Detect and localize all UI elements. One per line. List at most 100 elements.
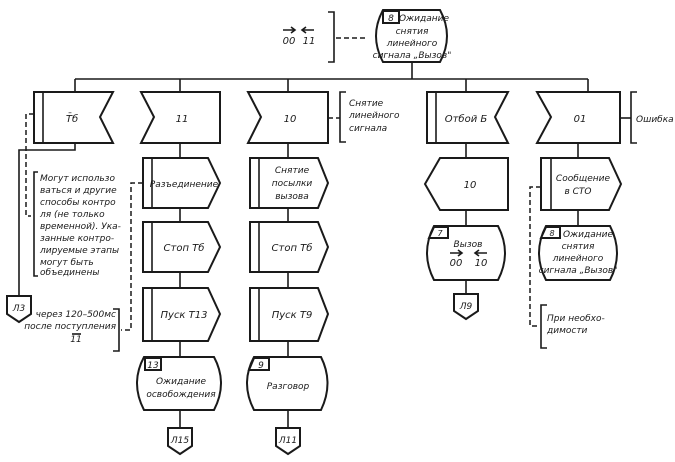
state-8b-line-3: линейного: [552, 254, 604, 264]
task-razedinenie-shape: [142, 157, 222, 209]
timing-comment-bracket: [113, 308, 120, 352]
top-annotation-bracket: [328, 11, 335, 63]
connector-l15-label: Л15: [170, 436, 189, 446]
column-01: 01 Ошибка Сообщение в СТО 8 Ожидание сня…: [529, 91, 674, 349]
top-state-number-box: [382, 10, 400, 24]
connector-l11-label: Л11: [278, 436, 297, 446]
task-pusk-t9-label: Пуск Т9: [272, 310, 313, 321]
tb-comment-line-2: ваться и другие: [40, 186, 117, 196]
state-8b-line-2: снятия: [562, 242, 595, 252]
input-10-comment-line-2: линейного: [348, 111, 400, 121]
column-otboi: Отбой Б 10 7 Вызов 00 10 Л9: [423, 91, 510, 321]
task-soobshchenie-shape: [540, 157, 623, 211]
output-10-shape: [423, 157, 509, 211]
task-comment-line-2: димости: [546, 326, 588, 336]
task-pusk-t13-shape: [142, 287, 222, 342]
input-10-comment-line-3: сигнала: [349, 124, 387, 134]
tb-comment: Могут использо ваться и другие способы к…: [39, 174, 121, 278]
tb-comment-bracket: [33, 171, 38, 277]
state-13-line-1: Ожидание: [156, 377, 207, 387]
state-9-number: 9: [258, 361, 264, 371]
state-9-number-box: [247, 357, 270, 371]
input-01-comment: Ошибка: [636, 115, 674, 125]
top-annotation-signal-11: 11: [303, 36, 316, 47]
input-10-comment-line-1: Снятие: [349, 99, 384, 109]
tb-comment-dashed-link: [25, 113, 34, 217]
state-9-label: Разговор: [267, 382, 310, 392]
arrow-right-icon: [450, 249, 464, 257]
state-13-number-box: [144, 357, 162, 371]
task-soobshchenie-line-2: в СТО: [564, 187, 591, 197]
connector-l11-shape: [275, 427, 301, 456]
column-10: 10 Снятие линейного сигнала Снятие посыл…: [246, 91, 400, 456]
input-otboi-shape: [426, 91, 510, 144]
tb-comment-line-6: занные контро-: [40, 234, 114, 244]
connector-l15-shape: [167, 427, 193, 456]
connector-l9-label: Л9: [459, 302, 473, 312]
output-10-label: 10: [464, 180, 477, 191]
task-snyatie-posylki-line-1: Снятие: [275, 166, 310, 176]
tb-flow-line: [18, 143, 76, 296]
column-11: 11 Разъединение Стоп Тб Пуск Т13 13 Ожид…: [24, 91, 222, 456]
tb-comment-line-1: Могут использо: [40, 174, 115, 184]
state-8b-line-1: Ожидание: [563, 230, 614, 240]
state-8b-shape: [538, 225, 618, 281]
top-state-line-2: снятия: [396, 27, 429, 37]
timing-comment-line-1: через 120–500мс: [36, 310, 116, 320]
task-snyatie-posylki-line-2: посылки: [272, 179, 313, 189]
state-8b-number-box: [539, 226, 561, 239]
task-stop-tb-shape: [142, 221, 222, 273]
connection-lines: [74, 62, 589, 92]
top-annotation: 00 11: [283, 11, 368, 63]
state-7-number: 7: [437, 229, 443, 238]
task-stop-tb-label: Стоп Тб: [164, 242, 205, 254]
tb-comment-line-5: временной). Ука-: [40, 222, 121, 232]
input-01-label: 01: [574, 114, 587, 125]
input-01-comment-bracket: [630, 91, 637, 144]
top-state-line-4: сигнала „Вызов": [373, 51, 452, 61]
state-8b-line-4: сигнала „Вызов": [539, 266, 618, 276]
task-comment-dashed-link: [529, 186, 541, 327]
top-state: 8 Ожидание снятия линейного сигнала „Выз…: [373, 9, 452, 63]
connector-l9-shape: [453, 293, 479, 321]
task-stop-tb-2-label: Стоп Тб: [272, 242, 313, 254]
top-annotation-signal-00: 00: [283, 36, 296, 47]
task-stop-tb-2-shape: [249, 221, 330, 273]
top-state-line-3: линейного: [386, 39, 438, 49]
state-13-line-2: освобождения: [146, 390, 216, 400]
state-7-signal-10: 10: [475, 258, 488, 269]
task-snyatie-posylki-shape: [249, 157, 330, 209]
task-comment-line-1: При необхо-: [547, 314, 605, 324]
input-11-label: 11: [176, 114, 189, 125]
state-7-label: Вызов: [454, 240, 483, 250]
timing-comment-line-2: после поступления: [24, 322, 116, 332]
task-pusk-t13-label: Пуск Т13: [161, 310, 208, 321]
connector-l3-label: Л3: [12, 304, 26, 314]
task-pusk-t9-shape: [249, 287, 330, 342]
arrow-left-icon: [300, 26, 314, 34]
arrow-left-icon: [473, 249, 487, 257]
state-8b-number: 8: [549, 229, 554, 238]
input-tb-label: T̄б: [66, 112, 78, 125]
column-tb: T̄б Л3 Могут использо ваться и другие сп…: [6, 91, 121, 324]
tb-comment-line-9: объединены: [40, 268, 99, 278]
state-7-signal-00: 00: [450, 258, 463, 269]
input-otboi-label: Отбой Б: [445, 113, 488, 125]
tb-comment-line-7: лируемые этапы: [39, 246, 119, 256]
task-soobshchenie-line-1: Сообщение: [556, 174, 611, 184]
top-state-line-1: Ожидание: [399, 14, 450, 24]
connector-l3-shape: [6, 295, 32, 324]
tb-comment-line-8: могут быть: [40, 258, 94, 268]
task-comment-bracket: [540, 304, 547, 349]
tb-comment-line-4: ля (не только: [39, 210, 105, 220]
state-13-number: 13: [147, 361, 159, 371]
input-10-comment-bracket: [339, 91, 346, 143]
state-7-number-box: [427, 226, 449, 239]
input-tb-shape: [33, 91, 115, 144]
timing-comment-dashed-link: [121, 182, 143, 331]
input-10-label: 10: [284, 114, 297, 125]
task-razedinenie-label: Разъединение: [150, 180, 219, 190]
top-state-number: 8: [388, 14, 394, 24]
timing-comment-line-3: 11: [70, 335, 81, 345]
